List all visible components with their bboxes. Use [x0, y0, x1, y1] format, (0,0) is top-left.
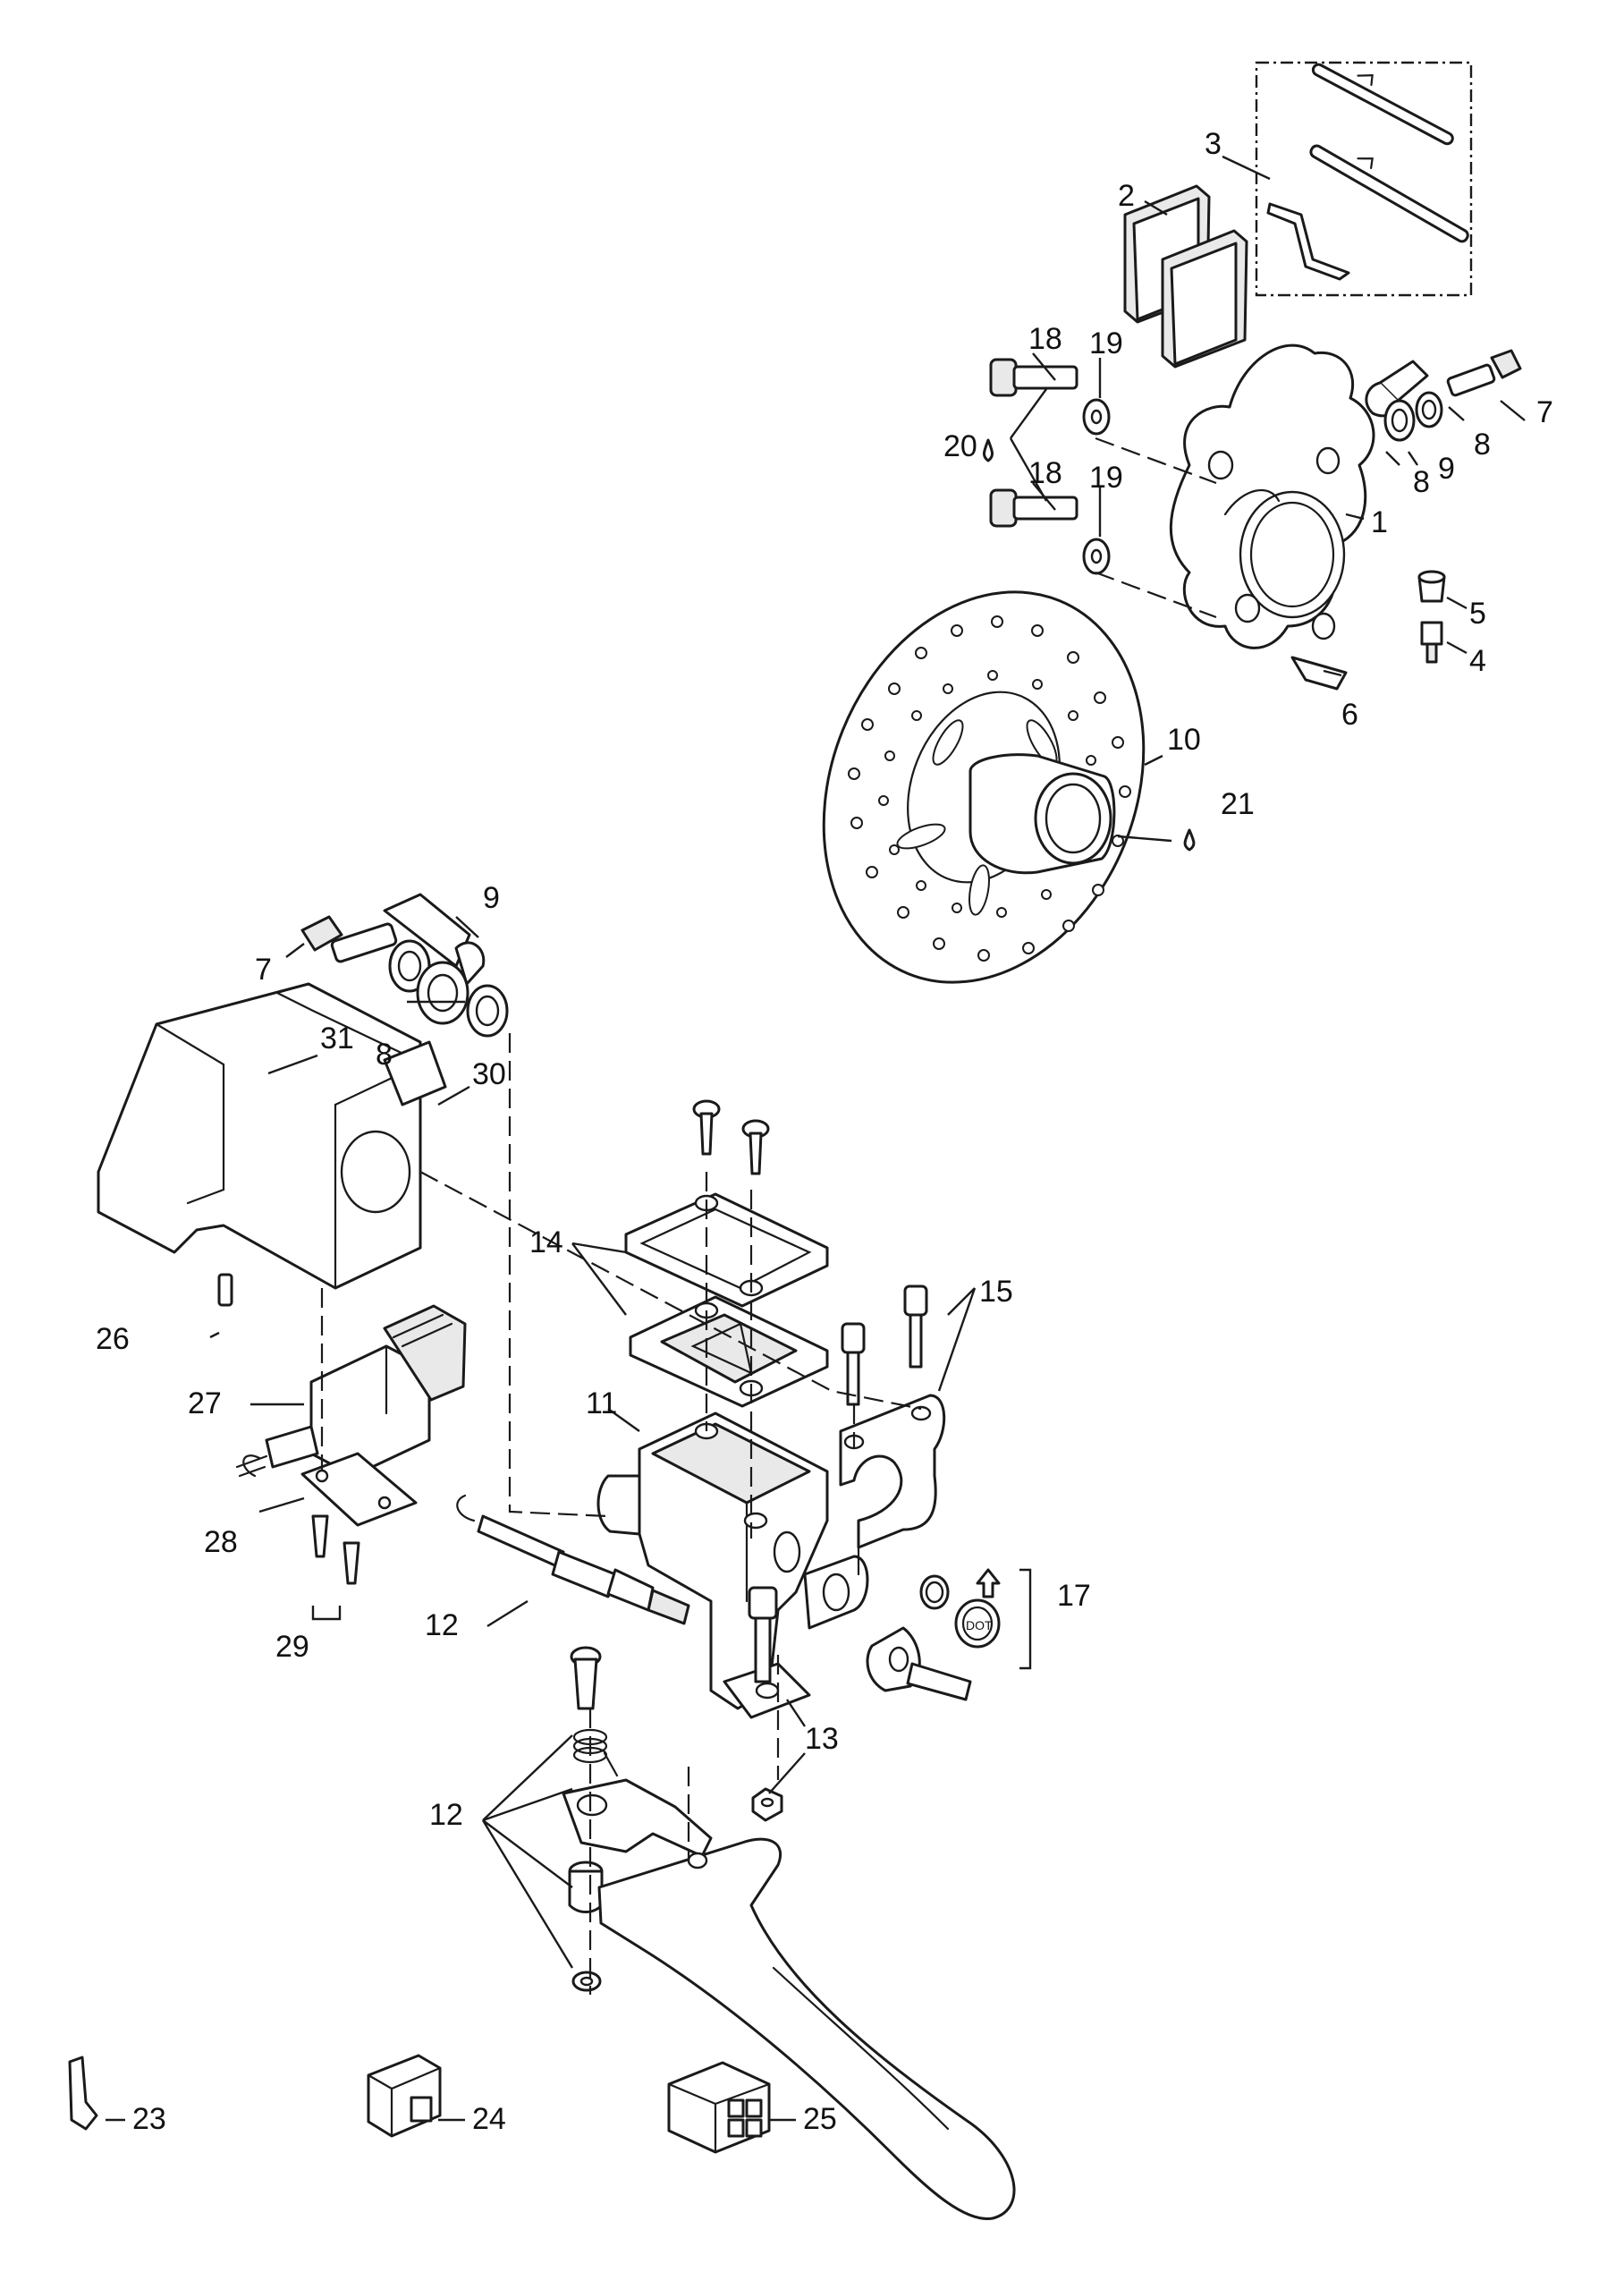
- part-pivot-bolt: [748, 1586, 783, 1822]
- callout-18b: 18: [1028, 456, 1062, 490]
- part-disc-hub: [968, 753, 1116, 875]
- callout-8c: 8: [376, 1038, 393, 1072]
- part-connector-small: [367, 2054, 442, 2138]
- callout-16: 15: [979, 1275, 1013, 1309]
- callout-labels: 3 2 18 19 20 18 19 1 7 8 9 8 5 4 6 10 21…: [96, 127, 1553, 2136]
- callout-30: 30: [472, 1057, 506, 1091]
- cap-marking: DOT: [966, 1618, 993, 1632]
- callout-26: 26: [96, 1322, 130, 1356]
- part-bleeder-cap: [1417, 570, 1446, 664]
- part-reservoir-cover: [624, 1192, 829, 1308]
- callout-2: 2: [1118, 179, 1135, 213]
- part-connector-large: [667, 2061, 771, 2154]
- callout-24: 24: [472, 2102, 506, 2136]
- callout-27: 27: [188, 1386, 222, 1420]
- part-plunger-rod: [456, 1494, 690, 1625]
- part-handlebar-clamp: [839, 1394, 946, 1576]
- callout-23: 23: [132, 2102, 166, 2136]
- part-lever-bushing: [568, 1861, 604, 1913]
- part-set-screw: [217, 1273, 233, 1307]
- callout-leaders: [106, 155, 1526, 2122]
- part-switch-screws: [311, 1514, 360, 1585]
- callout-5: 5: [1469, 597, 1486, 631]
- callout-28: 28: [204, 1525, 238, 1559]
- callout-10: 10: [1167, 723, 1201, 757]
- callout-31: 31: [320, 1022, 354, 1055]
- callout-15: 14: [529, 1225, 563, 1259]
- part-brake-lever: [597, 1837, 1016, 2220]
- callout-1: 1: [1371, 505, 1388, 539]
- callout-21: 21: [1221, 787, 1255, 821]
- callout-12: 12: [429, 1798, 463, 1832]
- callout-20: 20: [943, 429, 977, 463]
- callout-17: 17: [1057, 1579, 1091, 1613]
- part-clamp-bolts: [841, 1284, 928, 1406]
- part-label: [383, 1040, 447, 1106]
- callout-8: 8: [1474, 428, 1491, 462]
- callout-3: 3: [1205, 127, 1222, 161]
- part-lever-pin: [570, 1646, 602, 1710]
- callout-29: 29: [275, 1630, 309, 1664]
- callout-25: 25: [803, 2102, 837, 2136]
- part-cover-screws: [692, 1099, 770, 1175]
- oil-drop-icon: [1183, 828, 1196, 852]
- callout-4: 4: [1469, 644, 1486, 678]
- part-clip: [1290, 656, 1348, 691]
- part-reservoir-cap-kit: DOT: [866, 1568, 1032, 1701]
- callout-11: 11: [586, 1386, 617, 1420]
- part-reservoir-gasket: [629, 1295, 829, 1408]
- part-banjo-upper: [1365, 349, 1522, 442]
- part-brake-pads: [1123, 184, 1248, 369]
- part-lever-bracket: [562, 1778, 713, 1858]
- callout-14: 13: [805, 1722, 839, 1756]
- part-banjo-lower: [300, 893, 509, 1038]
- part-caliper-body: [1169, 343, 1375, 649]
- callout-8b: 8: [1413, 465, 1430, 499]
- callout-7: 7: [1536, 395, 1553, 429]
- part-pin-kit: [1255, 61, 1473, 297]
- callout-18: 18: [1028, 322, 1062, 356]
- callout-9: 9: [1438, 452, 1455, 486]
- callout-13: 12: [425, 1608, 459, 1642]
- part-switch-bracket: [300, 1452, 418, 1527]
- part-switch-housing: [97, 982, 422, 1290]
- callout-9b: 9: [483, 881, 500, 915]
- part-master-cylinder: [596, 1412, 869, 1719]
- assembly-guide-lines: [320, 437, 1217, 1995]
- callout-7b: 7: [255, 953, 272, 987]
- callout-6: 6: [1341, 698, 1358, 732]
- oil-drop-icon: [983, 438, 994, 462]
- part-lever-clip: [571, 1971, 602, 1992]
- part-lever-spring: [572, 1728, 619, 1777]
- part-brake-switch: [235, 1304, 467, 1478]
- callout-19: 19: [1089, 326, 1123, 360]
- callout-19b: 19: [1089, 461, 1123, 495]
- part-terminal: [68, 2056, 98, 2131]
